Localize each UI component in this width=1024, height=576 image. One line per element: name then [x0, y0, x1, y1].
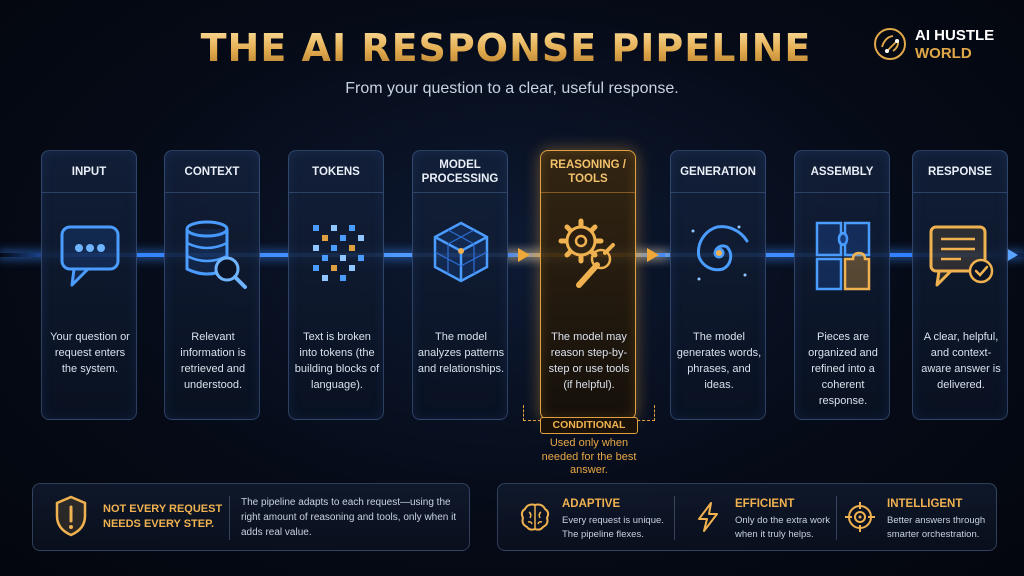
message-check-icon — [929, 225, 994, 287]
notice-title: NOT EVERY REQUEST NEEDS EVERY STEP. — [103, 503, 223, 530]
stage-card-input: INPUT Your question or request enters th… — [41, 150, 137, 420]
database-search-icon — [185, 220, 247, 289]
stage-title: RESPONSE — [913, 151, 1007, 193]
chat-bubble-icon — [60, 225, 120, 287]
stage-description: The model generates words, phrases, and … — [676, 331, 762, 391]
features-panel: ADAPTIVE Every request is unique. The pi… — [497, 483, 997, 551]
stage-description: Text is broken into tokens (the building… — [294, 331, 380, 391]
stage-card-response: RESPONSE A clear, helpful, and context-a… — [912, 150, 1008, 420]
feature-adaptive: ADAPTIVE Every request is unique. The pi… — [518, 492, 668, 544]
stage-card-tokens: TOKENS Text is broken into tokens (the b… — [288, 150, 384, 420]
flow-arrow-icon — [1006, 248, 1018, 262]
brand-name-line1: AI HUSTLE — [915, 27, 995, 44]
stage-card-reasoning-tools: REASONING / TOOLS The model may reason s… — [540, 150, 636, 420]
divider — [674, 496, 675, 540]
stage-title: REASONING / TOOLS — [541, 151, 635, 193]
brand-logo: AI HUSTLE WORLD — [873, 25, 1013, 65]
stage-card-context: CONTEXT Relevant information is retrieve… — [164, 150, 260, 420]
stage-title: TOKENS — [289, 151, 383, 193]
conditional-note: Used only when needed for the best answe… — [541, 437, 637, 476]
feature-description: Only do the extra work when it truly hel… — [735, 515, 831, 540]
page-subtitle: From your question to a clear, useful re… — [345, 80, 679, 97]
lightning-icon — [698, 502, 718, 532]
feature-title: EFFICIENT — [735, 498, 795, 510]
flow-arrow-icon — [518, 248, 530, 262]
stage-description: Your question or request enters the syst… — [50, 331, 130, 375]
feature-description: Every request is unique. The pipeline fl… — [562, 515, 664, 540]
stage-card-model-processing: MODEL PROCESSING The model analyzes patt… — [412, 150, 508, 420]
cube-network-icon — [433, 221, 489, 283]
brand-name-line2: WORLD — [915, 45, 972, 62]
page-title: THE AI RESPONSE PIPELINE™ — [0, 26, 1024, 70]
stage-description: A clear, helpful, and context-aware answ… — [921, 331, 1001, 391]
target-icon — [845, 502, 875, 532]
notice-panel: NOT EVERY REQUEST NEEDS EVERY STEP. The … — [32, 483, 470, 551]
stage-description: The model analyzes patterns and relation… — [417, 331, 505, 375]
stage-card-assembly: ASSEMBLY Pieces are organized and refine… — [794, 150, 890, 420]
puzzle-icon — [815, 221, 871, 291]
stage-title: INPUT — [42, 151, 136, 193]
shield-warning-icon — [55, 495, 87, 537]
spiral-galaxy-icon — [691, 225, 749, 281]
stage-description: Pieces are organized and refined into a … — [808, 331, 878, 407]
notice-text: The pipeline adapts to each request—usin… — [241, 497, 457, 538]
divider — [229, 496, 230, 540]
stage-description: Relevant information is retrieved and un… — [180, 331, 246, 391]
feature-description: Better answers through smarter orchestra… — [887, 515, 986, 540]
conditional-tag: CONDITIONAL — [540, 417, 638, 434]
stage-description: The model may reason step-by-step or use… — [548, 331, 630, 391]
gear-wrench-icon — [558, 218, 615, 288]
feature-title: INTELLIGENT — [887, 498, 963, 510]
feature-efficient: EFFICIENT Only do the extra work when it… — [691, 492, 841, 544]
brain-icon — [520, 503, 550, 531]
divider — [836, 496, 837, 540]
brain-circuit-logo-icon — [874, 28, 906, 60]
stage-title: CONTEXT — [165, 151, 259, 193]
token-grid-icon — [313, 225, 364, 281]
flow-arrow-icon — [647, 248, 659, 262]
stage-title: ASSEMBLY — [795, 151, 889, 193]
stage-card-generation: GENERATION The model generates words, ph… — [670, 150, 766, 420]
feature-title: ADAPTIVE — [562, 498, 621, 510]
stage-title: MODEL PROCESSING — [413, 151, 507, 193]
stage-title: GENERATION — [671, 151, 765, 193]
feature-intelligent: INTELLIGENT Better answers through smart… — [843, 492, 993, 544]
